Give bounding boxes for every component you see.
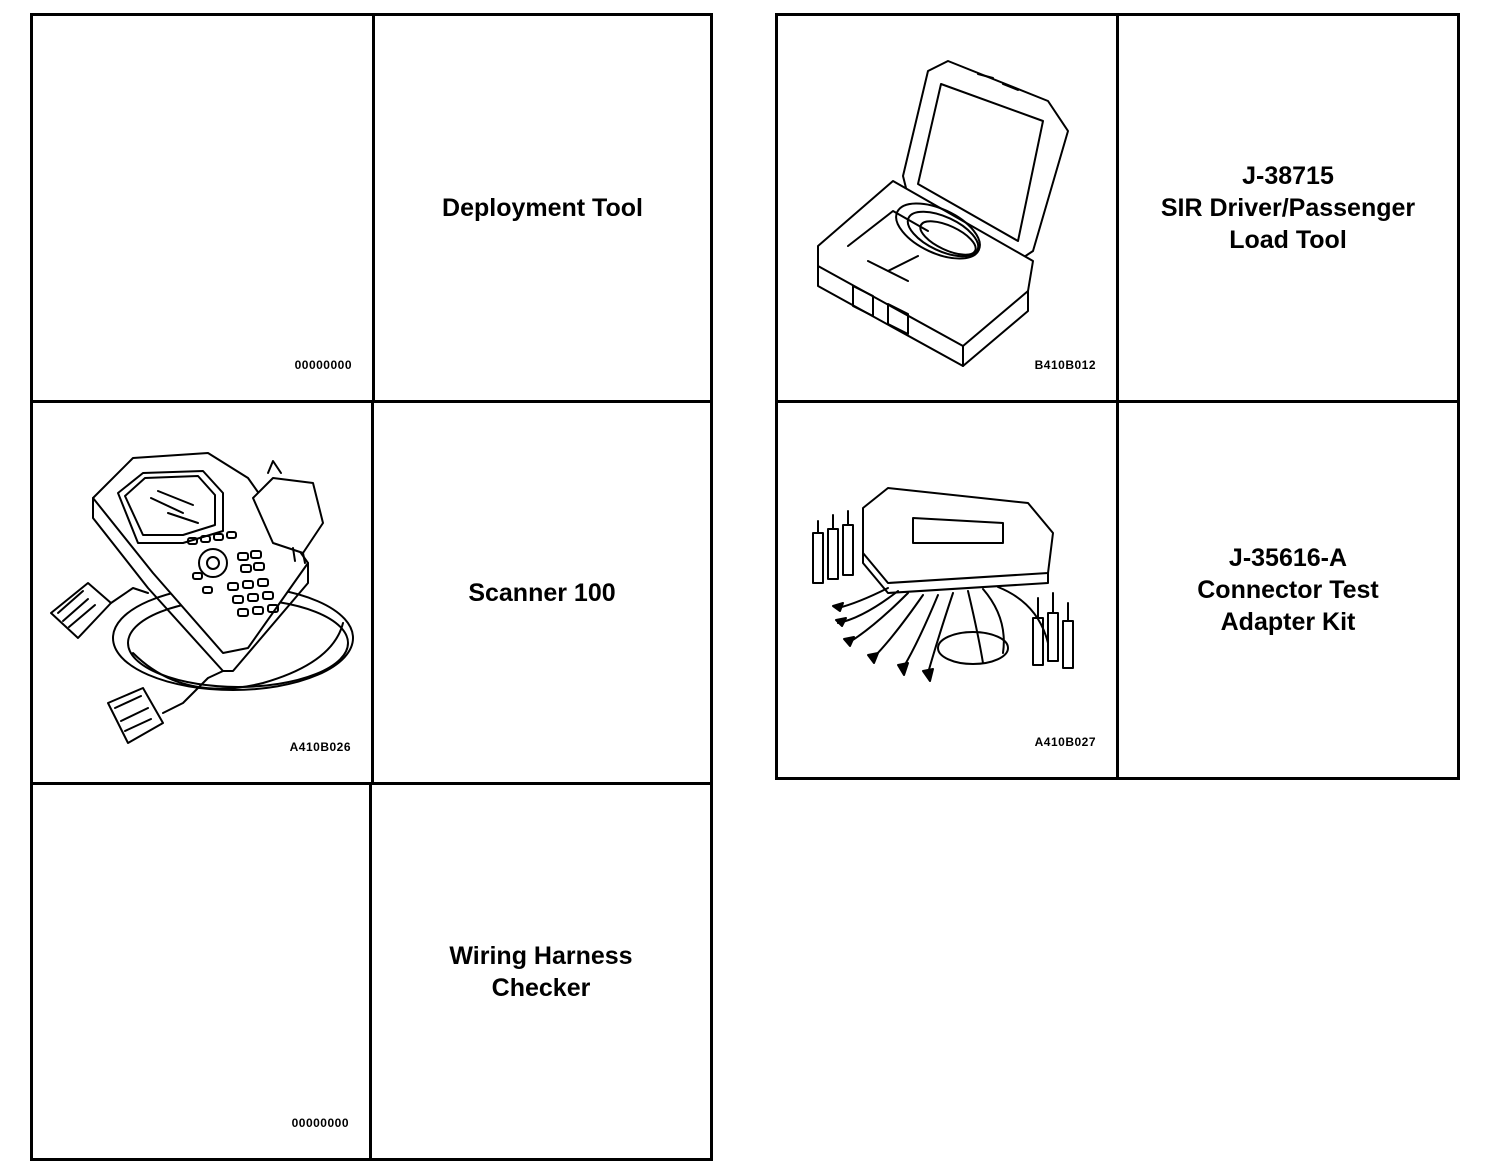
tool-name-cell: J-35616-A Connector Test Adapter Kit (1119, 403, 1457, 777)
tool-name: J-38715 SIR Driver/Passenger Load Tool (1160, 162, 1416, 254)
figure-code: 00000000 (291, 1116, 349, 1130)
figure-code: A410B027 (1034, 735, 1096, 749)
tool-image-cell: 00000000 (33, 785, 372, 1158)
tool-name: Wiring Harness Checker (449, 941, 633, 1002)
adapter-kit-icon (812, 487, 1074, 682)
tool-row-wiring-harness: 00000000 Wiring Harness Checker (33, 782, 710, 1158)
left-tool-table: 00000000 Deployment Tool (30, 13, 713, 1161)
tool-row-scanner: A410B026 Scanner 100 (33, 400, 710, 782)
tool-name-cell: Deployment Tool (375, 16, 710, 400)
tool-image-cell: A410B027 (778, 403, 1119, 777)
open-case-icon (817, 60, 1069, 367)
right-tool-table: B410B012 J-38715 SIR Driver/Passenger Lo… (775, 13, 1460, 780)
tool-name: Deployment Tool (442, 194, 643, 222)
figure-code: 00000000 (294, 358, 352, 372)
tool-name-cell: Wiring Harness Checker (372, 785, 710, 1158)
figure-code: B410B012 (1034, 358, 1096, 372)
tool-image-cell: 00000000 (33, 16, 375, 400)
handheld-scanner-icon (50, 452, 354, 744)
tool-row-load-tool: B410B012 J-38715 SIR Driver/Passenger Lo… (778, 16, 1457, 400)
tool-name: J-35616-A Connector Test Adapter Kit (1197, 544, 1379, 636)
tool-name: Scanner 100 (468, 578, 616, 607)
tool-row-adapter-kit: A410B027 J-35616-A Connector Test Adapte… (778, 400, 1457, 777)
tool-row-deployment: 00000000 Deployment Tool (33, 16, 710, 400)
tool-name-cell: Scanner 100 (374, 403, 710, 782)
figure-code: A410B026 (289, 740, 351, 754)
tool-image-cell: A410B026 (33, 403, 374, 782)
tool-name-cell: J-38715 SIR Driver/Passenger Load Tool (1119, 16, 1457, 400)
tool-image-cell: B410B012 (778, 16, 1119, 400)
